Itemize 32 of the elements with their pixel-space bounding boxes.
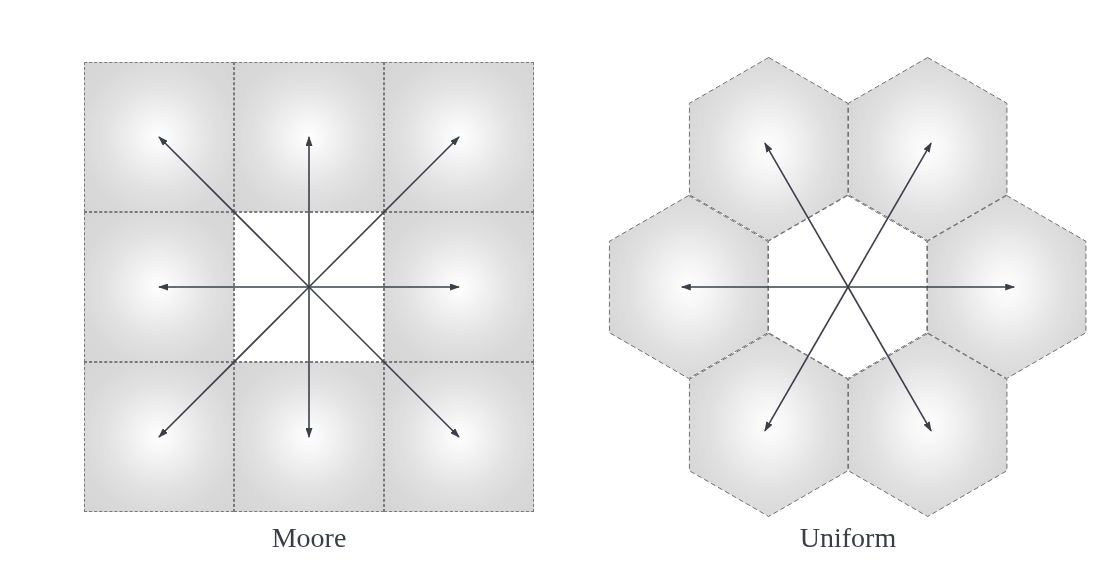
grid-cell: [84, 362, 234, 512]
hexagon-cell: [609, 195, 769, 379]
arrow: [847, 286, 932, 432]
grid-cell: [84, 62, 234, 212]
grid-cell: [234, 362, 384, 512]
hexagon-cell: [847, 332, 1008, 517]
grid-cell: [384, 362, 534, 512]
arrow: [305, 286, 313, 438]
arrow: [308, 283, 460, 291]
arrow: [308, 136, 460, 288]
hexagon-cell: [847, 57, 1008, 242]
grid-cell: [384, 212, 534, 362]
arrow: [680, 283, 849, 291]
arrow: [305, 136, 313, 288]
caption: Moore: [271, 524, 347, 552]
arrow: [158, 286, 310, 438]
arrow: [764, 286, 849, 432]
grid-cell: [384, 62, 534, 212]
arrow: [764, 142, 849, 288]
arrow: [847, 142, 932, 288]
arrow: [308, 286, 460, 438]
grid-cell: [234, 212, 384, 362]
grid-cell: [234, 62, 384, 212]
arrow: [158, 283, 310, 291]
arrow: [158, 136, 310, 288]
caption: Uniform: [799, 524, 897, 552]
hexagon-cell: [688, 332, 849, 517]
grid-cell: [84, 212, 234, 362]
hexagon-cell: [688, 57, 849, 242]
arrow: [847, 283, 1016, 291]
hexagon-cell: [768, 195, 928, 379]
hexagon-cell: [927, 195, 1087, 379]
